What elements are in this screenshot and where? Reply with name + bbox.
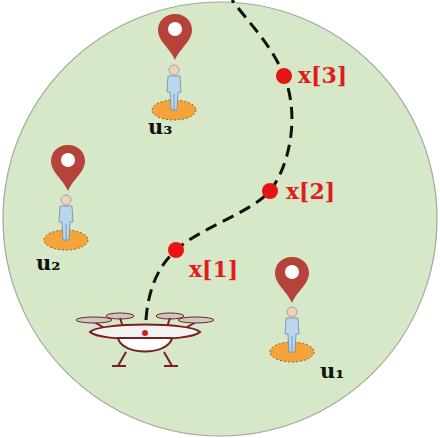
user-figure <box>152 65 196 120</box>
waypoint-dot <box>168 242 184 258</box>
location-pin <box>51 145 85 191</box>
waypoint-label: x[1] <box>189 258 238 280</box>
waypoint-label: x[3] <box>298 64 347 86</box>
waypoint-label: x[2] <box>286 180 335 202</box>
user-figure <box>44 195 88 250</box>
location-pin <box>158 14 192 60</box>
trajectory <box>146 0 292 320</box>
location-pin <box>275 257 309 303</box>
user-label: u₂ <box>36 252 60 273</box>
user-label: u₁ <box>320 360 344 381</box>
user-label: u₃ <box>148 116 172 137</box>
coverage-area <box>3 2 437 436</box>
waypoint-dot <box>262 183 278 199</box>
waypoint-dot <box>276 68 292 84</box>
uav-drone <box>76 313 214 366</box>
user-figure <box>270 307 314 362</box>
